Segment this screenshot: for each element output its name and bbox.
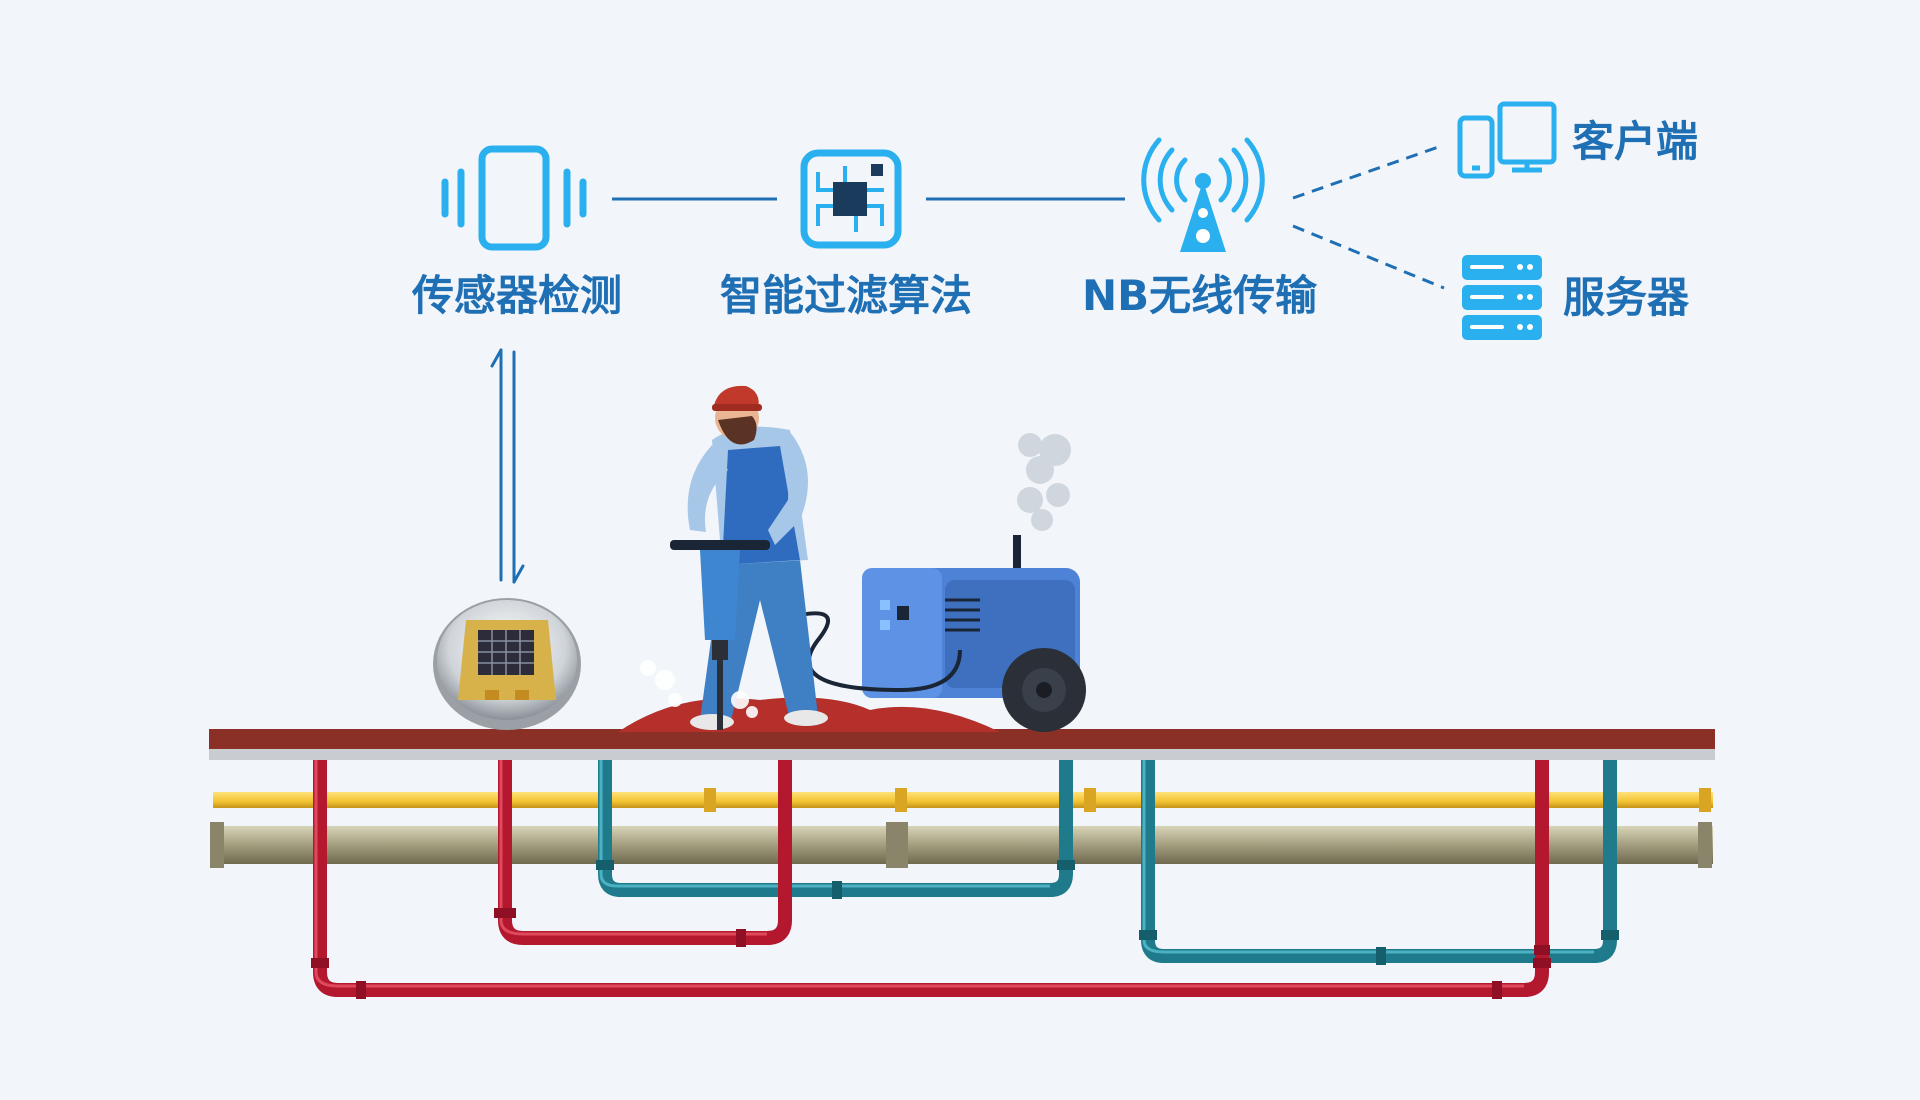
underground-pipes (210, 760, 1713, 999)
chip-icon (800, 149, 902, 249)
bidirectional-arrow-icon (490, 348, 525, 584)
road-sensor-device (433, 598, 581, 730)
antenna-tower-icon (1141, 137, 1265, 252)
ground-base (209, 749, 1715, 760)
nb-transmission-label: NB无线传输 (1082, 271, 1318, 320)
devices-icon (1457, 101, 1557, 179)
dashed-connector-client (1292, 143, 1445, 200)
ground-surface (209, 729, 1715, 749)
dashed-connector-server (1292, 224, 1445, 290)
filter-label: 智能过滤算法 (720, 271, 973, 320)
client-label: 客户端 (1572, 117, 1699, 166)
server-label: 服务器 (1563, 273, 1690, 322)
air-compressor (779, 433, 1086, 732)
sensor-label: 传感器检测 (412, 271, 623, 320)
server-stack-icon (1462, 255, 1542, 340)
phone-vibration-icon (441, 145, 587, 251)
jackhammer (640, 540, 770, 730)
